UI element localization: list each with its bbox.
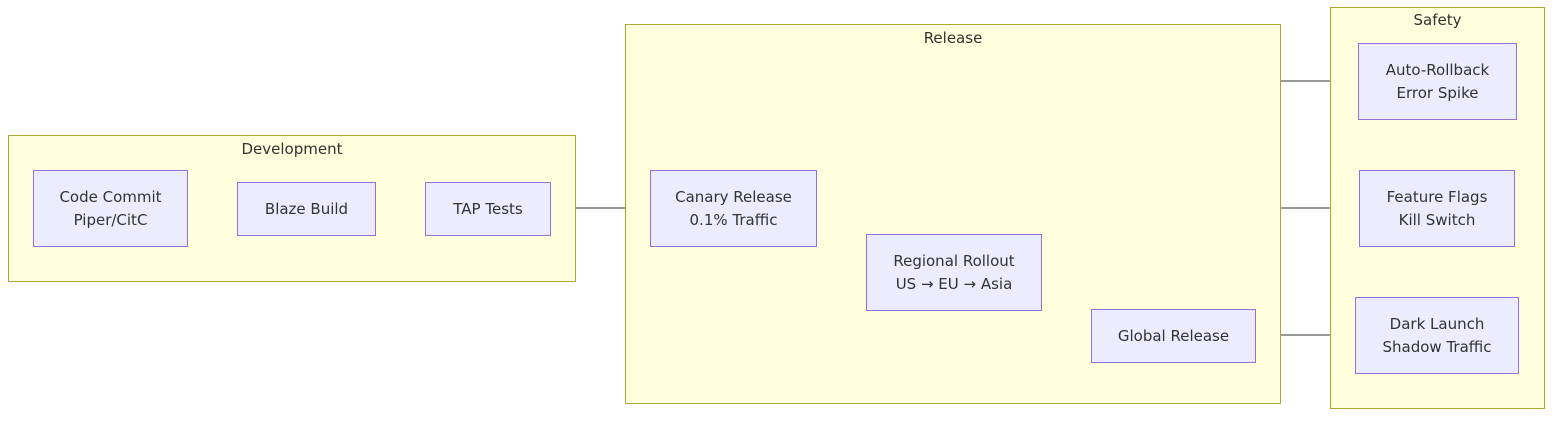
node-auto-rollback-line-2: Error Spike [1396, 83, 1479, 102]
node-global-release-line-1: Global Release [1117, 326, 1230, 345]
node-dark-launch-line-2: Shadow Traffic [1382, 337, 1492, 356]
node-tap-tests-line-1: TAP Tests [453, 199, 523, 218]
node-dark-launch[interactable]: Dark Launch Shadow Traffic [1355, 297, 1519, 374]
node-feature-flags-line-2: Kill Switch [1398, 210, 1476, 229]
node-auto-rollback-line-1: Auto-Rollback [1385, 60, 1490, 79]
node-code-commit[interactable]: Code Commit Piper/CitC [33, 170, 188, 247]
node-canary-release-line-1: Canary Release [675, 187, 792, 206]
node-dark-launch-line-1: Dark Launch [1389, 314, 1485, 333]
node-regional-rollout[interactable]: Regional Rollout US → EU → Asia [866, 234, 1042, 311]
node-feature-flags-line-1: Feature Flags [1386, 187, 1488, 206]
node-regional-rollout-line-2: US → EU → Asia [895, 274, 1013, 293]
node-feature-flags[interactable]: Feature Flags Kill Switch [1359, 170, 1515, 247]
cluster-title-safety: Safety [1413, 11, 1462, 29]
node-global-release[interactable]: Global Release [1091, 309, 1256, 363]
cluster-title-release: Release [923, 29, 983, 47]
node-canary-release-line-2: 0.1% Traffic [689, 210, 778, 229]
node-blaze-build[interactable]: Blaze Build [237, 182, 376, 236]
cluster-title-development: Development [241, 140, 343, 158]
node-code-commit-line-2: Piper/CitC [73, 210, 148, 229]
node-blaze-build-line-1: Blaze Build [264, 199, 349, 218]
node-tap-tests[interactable]: TAP Tests [425, 182, 551, 236]
node-regional-rollout-line-1: Regional Rollout [893, 251, 1015, 270]
node-canary-release[interactable]: Canary Release 0.1% Traffic [650, 170, 817, 247]
node-code-commit-line-1: Code Commit [59, 187, 162, 206]
node-auto-rollback[interactable]: Auto-Rollback Error Spike [1358, 43, 1517, 120]
